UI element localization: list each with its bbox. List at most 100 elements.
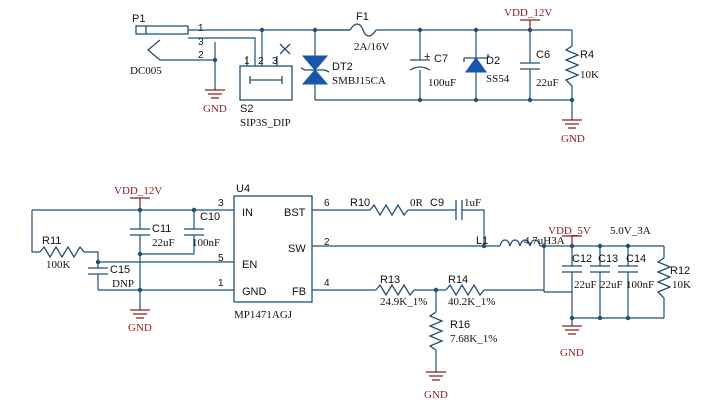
- c15-plates: [88, 267, 108, 275]
- c11-plates: [130, 228, 150, 236]
- gnd-symbol-p1: GND: [203, 88, 227, 115]
- r11-resistor[interactable]: R11 100K: [39, 235, 85, 271]
- net-p1-pin2: [188, 59, 216, 88]
- u4-pin-gnd-label: GND: [242, 286, 267, 298]
- d2-schottky-diode[interactable]: D2 SS54: [463, 30, 510, 100]
- r16-ref: R16: [450, 319, 470, 331]
- u4-pin-sw-num: 2: [324, 237, 330, 248]
- net-p1-pin3: [188, 37, 256, 66]
- s2-pin-1: 1: [244, 56, 250, 67]
- f1-fuse[interactable]: F1 2A/16V: [349, 11, 390, 53]
- p1-spring-contact: [146, 39, 188, 61]
- d2-bar: [463, 54, 489, 62]
- s2-pin-3: 3: [272, 56, 278, 67]
- r10-resistor[interactable]: R10 0R: [350, 197, 424, 217]
- net-u4-en: [84, 251, 234, 263]
- gnd-label-p1: GND: [203, 103, 227, 115]
- junction-r4-gnd: [569, 97, 575, 103]
- c13-plates: [590, 265, 610, 273]
- junction-out-gnd: [569, 315, 575, 321]
- r12-value: 10K: [672, 279, 691, 291]
- junction-c13: [597, 243, 603, 249]
- c15-capacitor[interactable]: C15 DNP: [88, 262, 134, 290]
- r4-ref: R4: [580, 49, 594, 61]
- dt2-ref: DT2: [332, 61, 353, 73]
- c13-capacitor[interactable]: C13 22uF: [590, 246, 623, 318]
- r12-zigzag: [656, 257, 672, 299]
- u4-ref: U4: [236, 183, 250, 195]
- gnd-label-r4: GND: [561, 133, 585, 145]
- r4-zigzag: [564, 45, 580, 87]
- r13-resistor[interactable]: R13 24.9K_1%: [375, 274, 427, 308]
- f1-ref: F1: [356, 11, 369, 23]
- c13-value: 22uF: [600, 279, 623, 291]
- c10-plates: [184, 228, 204, 236]
- dt2-lower-triangle: [301, 69, 329, 85]
- r4-resistor[interactable]: R4 10K: [564, 30, 599, 120]
- net-vout-sense: [543, 246, 572, 293]
- junction-c7: [417, 27, 423, 33]
- r16-value: 7.68K_1%: [450, 333, 497, 345]
- vdd5-label: VDD_5V: [548, 225, 591, 237]
- s2-value: SIP3S_DIP: [240, 117, 291, 129]
- r11-value: 100K: [46, 259, 71, 271]
- gnd-label-out: GND: [560, 347, 584, 359]
- d2-ref: D2: [486, 55, 500, 67]
- r11-zigzag: [39, 245, 85, 259]
- u4-pin-en-num: 5: [218, 253, 224, 264]
- p1-dc-jack[interactable]: P1 DC005 1 3 2: [130, 13, 204, 77]
- u4-part: MP1471AGJ: [234, 309, 293, 321]
- dt2-upper-triangle: [301, 55, 329, 71]
- r10-zigzag: [369, 203, 409, 217]
- junction-gnd-u4: [137, 287, 143, 293]
- c9-plates: [455, 200, 463, 220]
- c14-plates: [618, 265, 638, 273]
- u4-pin-fb-num: 4: [324, 278, 330, 289]
- c10-capacitor[interactable]: C10 100nF: [184, 210, 220, 254]
- p1-value: DC005: [130, 65, 162, 77]
- c7-value: 100uF: [428, 77, 456, 89]
- r14-resistor[interactable]: R14 40.2K_1%: [445, 274, 495, 308]
- c9-capacitor[interactable]: C9 1uF: [430, 197, 481, 220]
- r16-resistor[interactable]: R16 7.68K_1%: [428, 290, 497, 372]
- gnd-symbol-out: GND: [560, 325, 584, 359]
- u4-body: [233, 195, 313, 303]
- r10-value: 0R: [410, 197, 424, 209]
- gnd-symbol-fb: GND: [424, 371, 448, 401]
- d2-triangle: [465, 57, 487, 73]
- r13-ref: R13: [380, 274, 400, 286]
- c7-capacitor[interactable]: + C7 100uF: [409, 30, 456, 100]
- c11-ref: C11: [152, 223, 171, 235]
- r12-resistor[interactable]: R12 10K: [656, 246, 691, 318]
- r13-zigzag: [375, 283, 415, 297]
- junction-c6-gnd: [527, 97, 533, 103]
- c6-capacitor[interactable]: C6 22uF: [520, 30, 559, 100]
- u4-pin-bst-label: BST: [284, 207, 306, 219]
- p1-ref: P1: [132, 13, 145, 25]
- c12-capacitor[interactable]: C12 22uF: [562, 246, 597, 318]
- vdd12-bottom-stub: [130, 197, 150, 210]
- junction-s2: [259, 27, 265, 33]
- c9-value: 1uF: [464, 197, 481, 209]
- p1-pin-2: 2: [198, 50, 204, 61]
- l1-inductor[interactable]: L1 4.7uH3A: [476, 235, 565, 247]
- c13-ref: C13: [598, 253, 618, 265]
- dt2-bar: [300, 67, 330, 73]
- s2-slider: [249, 76, 283, 84]
- u4-buck-ic[interactable]: U4 IN BST SW EN GND FB 3 6 2 5 1 4 MP147…: [218, 183, 330, 321]
- c10-ref: C10: [200, 211, 220, 223]
- dt2-tvs-diode[interactable]: DT2 SMBJ15CA: [300, 30, 386, 100]
- junction-c14: [625, 243, 631, 249]
- junction-d2: [473, 27, 479, 33]
- c6-value: 22uF: [536, 77, 559, 89]
- c11-capacitor[interactable]: C11 22uF: [130, 210, 175, 254]
- vout-net-label: 5.0V_3A: [610, 225, 651, 237]
- r14-zigzag: [445, 283, 485, 297]
- c14-capacitor[interactable]: C14 100nF: [618, 246, 654, 318]
- f1-symbol: [349, 23, 377, 37]
- f1-value: 2A/16V: [354, 41, 390, 53]
- c11-value: 22uF: [152, 237, 175, 249]
- s2-switch[interactable]: 1 2 3 S2 SIP3S_DIP: [239, 30, 293, 129]
- c6-ref: C6: [536, 49, 550, 61]
